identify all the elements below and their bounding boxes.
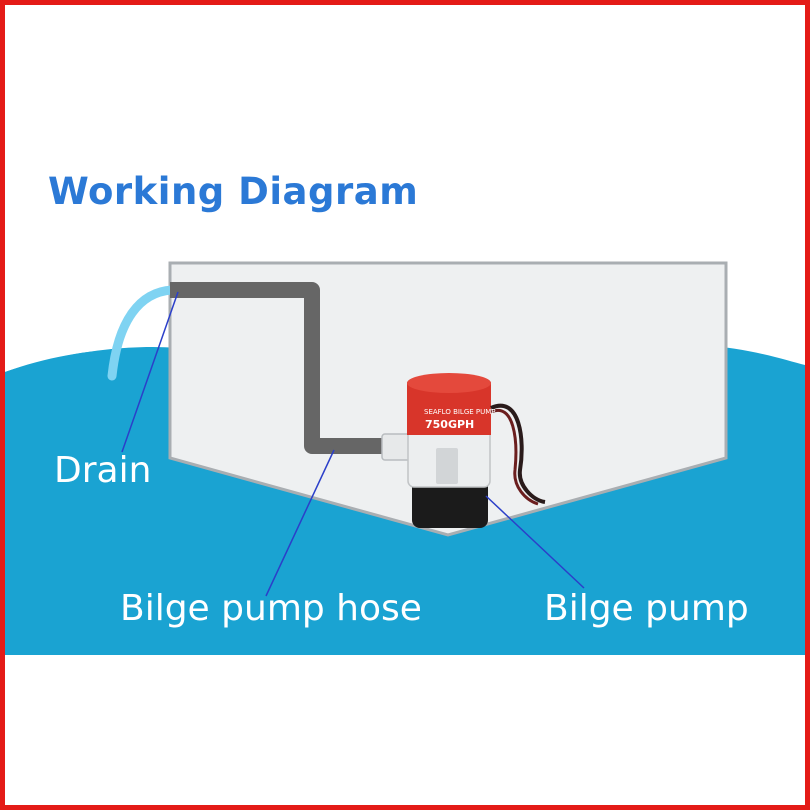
pump-brand-text: SEAFLO BILGE PUMP bbox=[424, 408, 496, 416]
hose-pointer-line bbox=[265, 449, 335, 597]
bilge-hose bbox=[170, 282, 392, 454]
pump-label: Bilge pump bbox=[544, 588, 749, 629]
hose-label: Bilge pump hose bbox=[120, 588, 422, 629]
bilge-pump-image: SEAFLO BILGE PUMP 750GPH bbox=[381, 373, 546, 528]
pump-capacity-text: 750GPH bbox=[425, 418, 474, 431]
diagram-title: Working Diagram bbox=[48, 170, 419, 213]
drain-water-stream bbox=[107, 285, 177, 381]
drain-pointer-line bbox=[121, 291, 179, 453]
drain-label: Drain bbox=[54, 450, 152, 491]
pump-pointer-line bbox=[485, 495, 585, 589]
